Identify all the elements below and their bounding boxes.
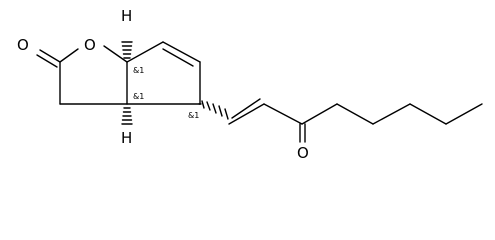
hashed-bond-c3a-h	[121, 107, 133, 125]
bond-c2-o1	[59, 48, 79, 63]
bond-c5p-c6p	[372, 103, 411, 125]
bond-c6-c5	[162, 41, 201, 63]
stereo-label-c4: &1	[188, 111, 199, 120]
bond-c2-carbonyl-o-double	[36, 54, 58, 68]
bond-c2p-c3p	[263, 103, 303, 125]
hashed-bond-c4-side-chain	[198, 100, 229, 120]
molecule-diagram: O O H H O &1 &1 &1	[17, 7, 483, 162]
hydrogen-bottom-label: H	[121, 129, 132, 147]
bond-o1-c6a	[103, 45, 128, 63]
bond-c6p-c7p	[409, 103, 447, 125]
hydrogen-top-label: H	[121, 7, 132, 25]
bond-c2-carbonyl-o	[39, 49, 61, 63]
stereo-label-c3a: &1	[133, 92, 144, 101]
ketone-oxygen-label: O	[297, 144, 309, 162]
carbonyl-oxygen-label: O	[17, 36, 29, 54]
hashed-bond-c6a-h	[121, 41, 133, 59]
bond-c3p-c4p	[301, 103, 338, 125]
bond-c6-c5-double	[162, 48, 194, 67]
bond-c1p-c2p-double	[231, 98, 261, 119]
bond-c7p-c8p	[445, 103, 483, 125]
bond-c6a-c6	[126, 41, 164, 63]
bond-c4p-c5p	[336, 103, 374, 125]
bond-c1p-c2p	[228, 103, 265, 125]
ring-oxygen-label: O	[84, 36, 96, 54]
stereo-label-c6a: &1	[133, 66, 144, 75]
